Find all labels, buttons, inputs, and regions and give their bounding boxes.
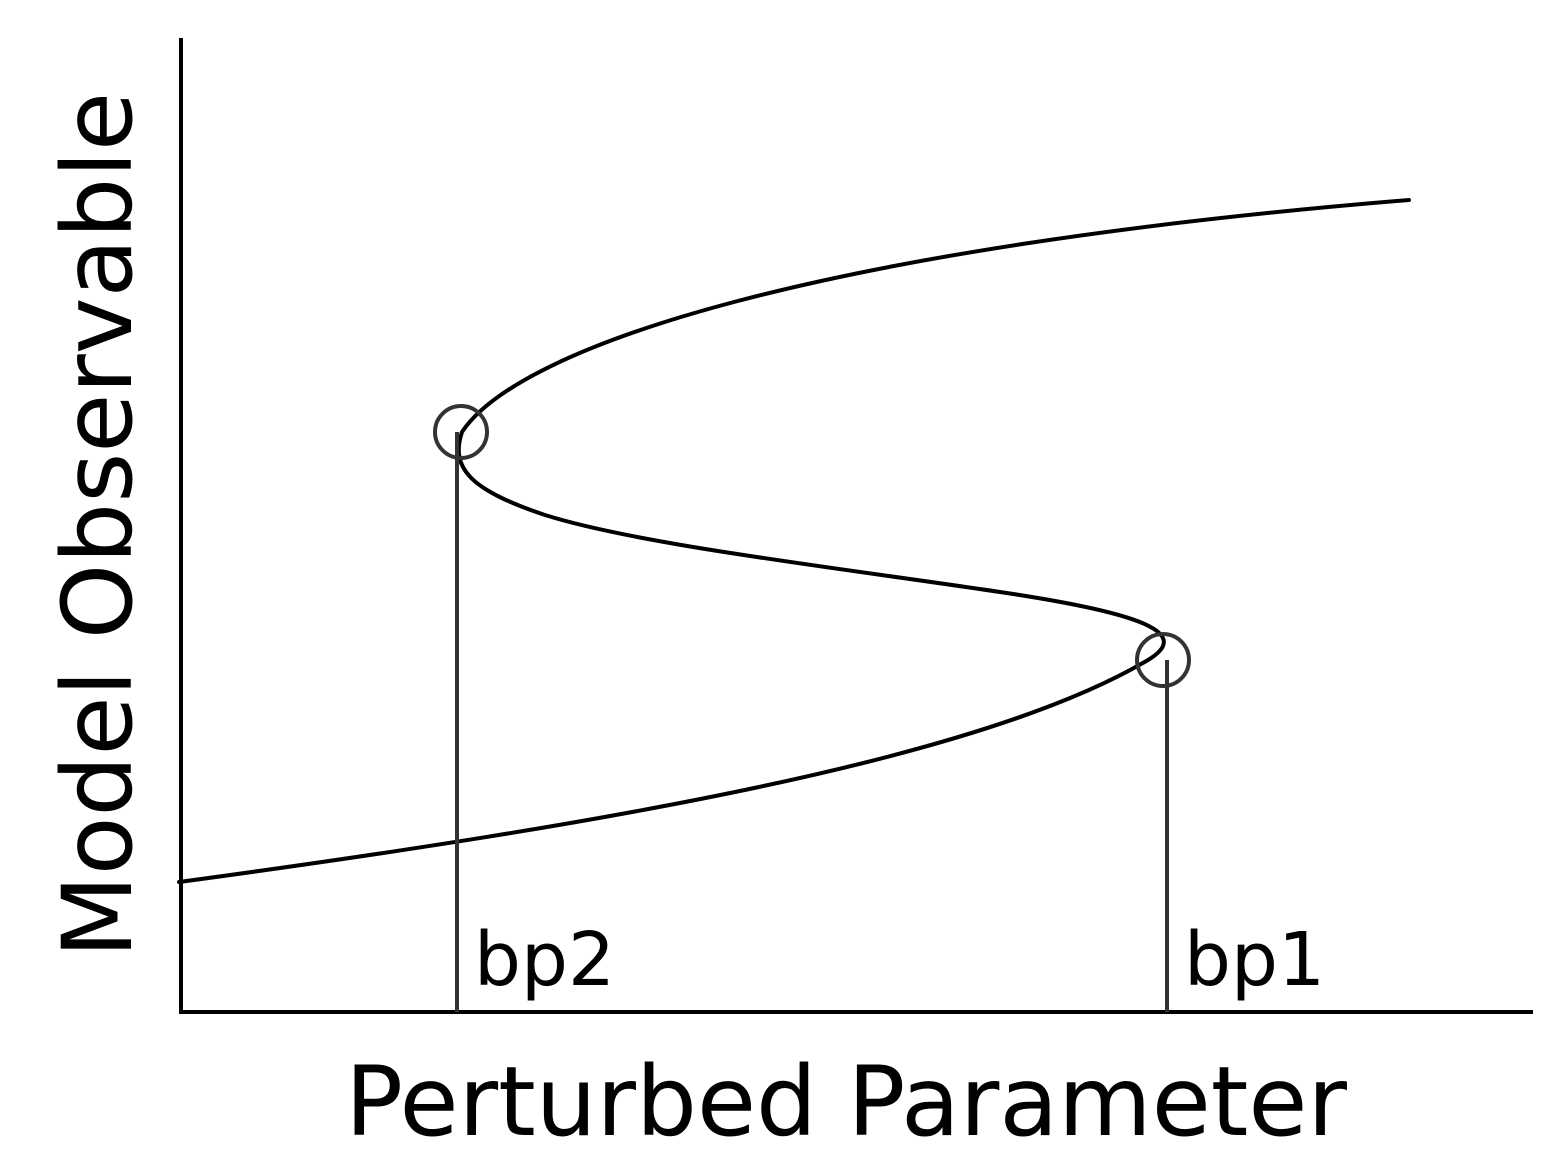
bp1-marker: [1135, 632, 1191, 688]
bp2-marker: [433, 404, 489, 460]
s-curve: [177, 198, 1411, 884]
y-axis-title: Model Observable: [42, 92, 154, 958]
bp1-label: bp1: [1184, 917, 1325, 1003]
bp2-label: bp2: [474, 917, 615, 1003]
x-axis-title: Perturbed Parameter: [345, 1046, 1347, 1158]
